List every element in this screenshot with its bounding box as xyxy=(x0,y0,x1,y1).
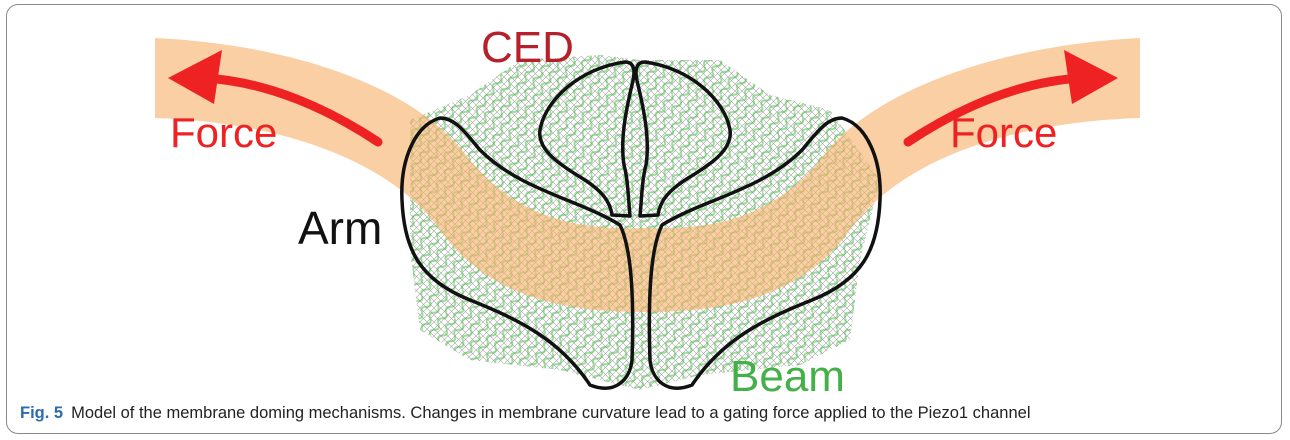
force-label-left: Force xyxy=(170,112,277,154)
beam-label: Beam xyxy=(730,355,845,399)
figure-caption: Fig. 5 Model of the membrane doming mecha… xyxy=(20,404,1270,423)
figure-number: Fig. 5 xyxy=(20,404,63,422)
arm-label: Arm xyxy=(298,205,382,251)
force-label-right: Force xyxy=(950,112,1057,154)
caption-text: Model of the membrane doming mechanisms.… xyxy=(71,404,1030,422)
ced-label: CED xyxy=(481,26,574,70)
